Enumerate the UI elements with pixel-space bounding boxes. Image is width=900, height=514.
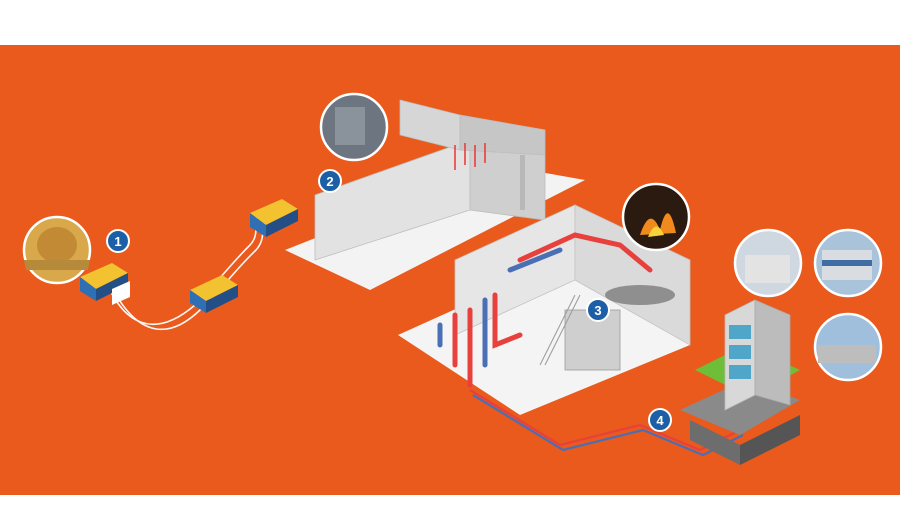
boiler-plant [398, 204, 691, 415]
storage-warehouse [285, 99, 585, 290]
building-exterior-photo-1 [733, 228, 803, 298]
step-number-1: 1 [114, 234, 121, 249]
straw-bale-photo [22, 215, 92, 285]
step-number-4: 4 [656, 413, 664, 428]
building-exterior-photo-2 [813, 228, 883, 298]
step-badge-2: 2 [318, 169, 342, 193]
fire-flames-photo [621, 182, 691, 252]
truck-1 [80, 263, 130, 305]
step-badge-3: 3 [586, 298, 610, 322]
storage-interior-photo [319, 92, 389, 162]
process-diagram: 1 2 3 4 [0, 45, 900, 495]
truck-3 [250, 199, 298, 237]
step-number-3: 3 [594, 303, 601, 318]
truck-2 [190, 275, 238, 313]
heated-building [680, 299, 800, 465]
step-number-2: 2 [326, 174, 333, 189]
step-badge-4: 4 [648, 408, 672, 432]
step-badge-1: 1 [106, 229, 130, 253]
building-exterior-photo-3 [813, 312, 883, 382]
